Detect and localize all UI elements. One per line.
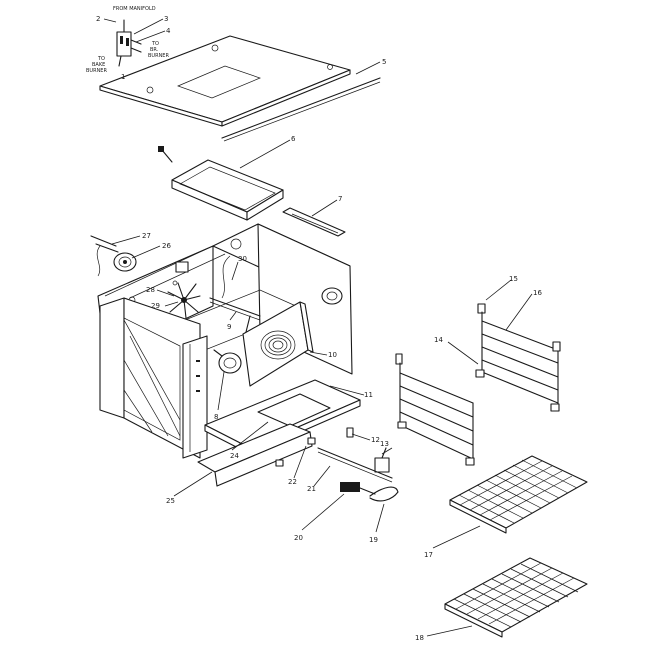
to-broil-annotation-line-3: BURNER bbox=[148, 53, 169, 59]
callout-9: 9 bbox=[227, 323, 231, 331]
callout-30: 30 bbox=[238, 255, 247, 263]
to-bake-annotation-line-2: BAKE bbox=[92, 62, 105, 68]
gasket-strip bbox=[221, 77, 381, 142]
right-rack-guide bbox=[475, 303, 561, 412]
callout-6: 6 bbox=[291, 135, 296, 143]
callout-8: 8 bbox=[214, 413, 218, 421]
vent-strip bbox=[282, 207, 346, 237]
bake-burner-assembly bbox=[275, 427, 399, 502]
callout-11: 11 bbox=[364, 391, 373, 399]
left-rack-guide bbox=[395, 353, 475, 466]
callout-3: 3 bbox=[164, 15, 168, 23]
callout-12: 12 bbox=[371, 436, 380, 444]
oven-light-lens bbox=[213, 349, 242, 374]
callout-28: 28 bbox=[146, 286, 155, 294]
callout-19: 19 bbox=[369, 536, 378, 544]
annotation-texts: FROM MANIFOLD TO BAKE BURNER TO BR. BURN… bbox=[86, 6, 169, 74]
callout-2: 2 bbox=[96, 15, 100, 23]
callout-25: 25 bbox=[166, 497, 175, 505]
fan-motor bbox=[90, 235, 137, 277]
callout-22: 22 bbox=[288, 478, 297, 486]
oven-rack-upper bbox=[449, 455, 588, 534]
callout-24: 24 bbox=[230, 452, 239, 460]
front-frame-panel bbox=[99, 297, 208, 459]
convection-fan-cover bbox=[242, 301, 314, 387]
callout-13: 13 bbox=[380, 440, 389, 448]
gas-valve-assembly bbox=[116, 19, 142, 67]
callout-numbers: 2 3 4 1 5 6 7 27 26 30 28 29 9 10 8 11 1… bbox=[96, 15, 542, 642]
oven-bottom-panel bbox=[197, 379, 361, 487]
callout-26: 26 bbox=[162, 242, 171, 250]
callout-7: 7 bbox=[338, 195, 342, 203]
from-manifold-annotation: FROM MANIFOLD bbox=[113, 6, 156, 12]
callout-18: 18 bbox=[415, 634, 424, 642]
to-broil-annotation-line-1: TO bbox=[151, 41, 159, 47]
callout-20: 20 bbox=[294, 534, 303, 542]
oven-rack-lower bbox=[444, 557, 588, 638]
leader-lines bbox=[103, 18, 533, 637]
callout-21: 21 bbox=[307, 485, 316, 493]
rear-element-rod bbox=[209, 255, 261, 341]
callout-27: 27 bbox=[142, 232, 151, 240]
callout-17: 17 bbox=[424, 551, 433, 559]
callout-15: 15 bbox=[509, 275, 518, 283]
callout-1: 1 bbox=[121, 73, 125, 81]
to-bake-annotation-line-3: BURNER bbox=[86, 68, 107, 74]
to-broil-annotation-line-2: BR. bbox=[150, 47, 159, 53]
callout-10: 10 bbox=[328, 351, 337, 359]
fan-blade bbox=[167, 282, 201, 319]
callout-14: 14 bbox=[434, 336, 443, 344]
to-bake-annotation-line-1: TO bbox=[97, 56, 105, 62]
callout-5: 5 bbox=[382, 58, 386, 66]
broil-burner-box bbox=[158, 146, 284, 221]
callout-16: 16 bbox=[533, 289, 542, 297]
callout-4: 4 bbox=[166, 27, 171, 35]
top-panel bbox=[99, 35, 351, 127]
callout-29: 29 bbox=[151, 302, 160, 310]
